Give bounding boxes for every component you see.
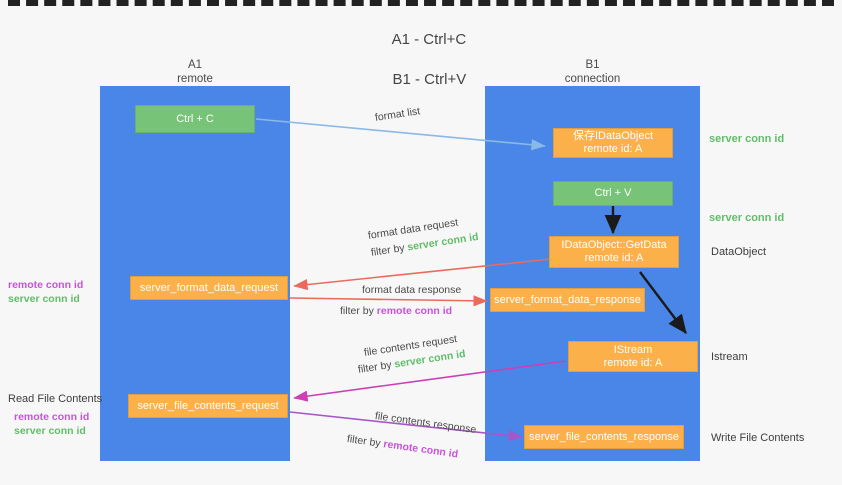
node-save-idataobject[interactable]: 保存IDataObject remote id: A bbox=[553, 128, 673, 158]
node-server-format-data-response-label: server_format_data_response bbox=[494, 293, 641, 306]
annotation-istream-label: Istream bbox=[711, 351, 748, 363]
annotation-istream: Istream bbox=[711, 350, 748, 364]
node-server-file-contents-request[interactable]: server_file_contents_request bbox=[128, 394, 288, 418]
phase-divider bbox=[8, 0, 834, 6]
node-getdata[interactable]: IDataObject::GetData remote id: A bbox=[549, 236, 679, 268]
filter-prefix: filter by bbox=[357, 358, 396, 376]
lane-b1-role: connection bbox=[564, 73, 621, 85]
annotation-read-file-contents: Read File Contents bbox=[8, 392, 102, 406]
filter-prefix: filter by bbox=[340, 305, 377, 317]
filter-value-remote-conn-id: remote conn id bbox=[382, 438, 459, 461]
annotation-left-mid-server: server conn id bbox=[8, 293, 80, 305]
annotation-right-mid-server-conn-id: server conn id bbox=[709, 211, 784, 225]
lane-b1-name: B1 bbox=[585, 59, 600, 71]
node-server-format-data-response[interactable]: server_format_data_response bbox=[490, 288, 645, 312]
annotation-read-file-contents-label: Read File Contents bbox=[8, 393, 103, 405]
node-getdata-sublabel: remote id: A bbox=[584, 252, 644, 264]
node-save-idataobject-label: 保存IDataObject bbox=[572, 130, 654, 142]
edge-label-file-contents-response-text: file contents response bbox=[374, 409, 478, 437]
node-server-format-data-request[interactable]: server_format_data_request bbox=[130, 276, 288, 300]
lane-a1-name: A1 bbox=[187, 59, 203, 71]
node-istream-sublabel: remote id: A bbox=[603, 356, 663, 369]
node-getdata-label: IDataObject::GetData bbox=[561, 239, 667, 251]
lane-header-b1: B1 connection bbox=[485, 58, 700, 86]
node-server-file-contents-request-label: server_file_contents_request bbox=[137, 399, 279, 412]
lane-a1-role: remote bbox=[177, 73, 213, 85]
title-line-2: B1 - Ctrl+V bbox=[392, 71, 467, 88]
edge-label-format-data-response-filter: filter by remote conn id bbox=[340, 304, 452, 318]
filter-value-remote-conn-id: remote conn id bbox=[376, 305, 453, 317]
filter-prefix: filter by bbox=[370, 241, 409, 259]
annotation-left-low-remote: remote conn id bbox=[14, 411, 90, 423]
annotation-left-low-server: server conn id bbox=[14, 425, 86, 437]
edge-label-file-contents-response-filter: filter by remote conn id bbox=[346, 432, 459, 461]
node-ctrl-v-label: Ctrl + V bbox=[594, 187, 632, 199]
edge-label-format-data-response-text: format data response bbox=[362, 284, 462, 296]
page-title: A1 - Ctrl+C B1 - Ctrl+V bbox=[0, 10, 842, 110]
node-istream[interactable]: IStream remote id: A bbox=[568, 341, 698, 372]
annotation-dataobject-label: DataObject bbox=[711, 246, 767, 258]
node-istream-label: IStream bbox=[613, 343, 653, 356]
annotation-right-top-server-conn-id: server conn id bbox=[709, 132, 784, 146]
lane-header-a1: A1 remote bbox=[100, 58, 290, 86]
annotation-left-low: remote conn id server conn id bbox=[14, 410, 89, 438]
annotation-right-mid-server-conn-id-label: server conn id bbox=[709, 212, 785, 224]
annotation-left-mid-remote: remote conn id bbox=[8, 279, 84, 291]
filter-prefix: filter by bbox=[346, 432, 385, 450]
edge-label-format-data-response: format data response bbox=[362, 283, 461, 297]
annotation-right-top-server-conn-id-label: server conn id bbox=[709, 133, 785, 145]
node-server-file-contents-response-label: server_file_contents_response bbox=[529, 430, 679, 443]
edge-label-file-contents-response: file contents response bbox=[374, 409, 477, 437]
node-server-file-contents-response[interactable]: server_file_contents_response bbox=[524, 425, 684, 449]
annotation-write-file-contents-label: Write File Contents bbox=[711, 432, 805, 444]
annotation-write-file-contents: Write File Contents bbox=[711, 431, 804, 445]
title-line-1: A1 - Ctrl+C bbox=[391, 31, 467, 48]
node-ctrl-c[interactable]: Ctrl + C bbox=[135, 105, 255, 133]
annotation-left-mid: remote conn id server conn id bbox=[8, 278, 83, 306]
node-ctrl-v[interactable]: Ctrl + V bbox=[553, 181, 673, 206]
connector-format-data-response bbox=[289, 295, 488, 307]
node-save-idataobject-sublabel: remote id: A bbox=[583, 143, 643, 155]
node-server-format-data-request-label: server_format_data_request bbox=[139, 281, 279, 294]
node-ctrl-c-label: Ctrl + C bbox=[176, 112, 214, 125]
annotation-dataobject: DataObject bbox=[711, 245, 766, 259]
